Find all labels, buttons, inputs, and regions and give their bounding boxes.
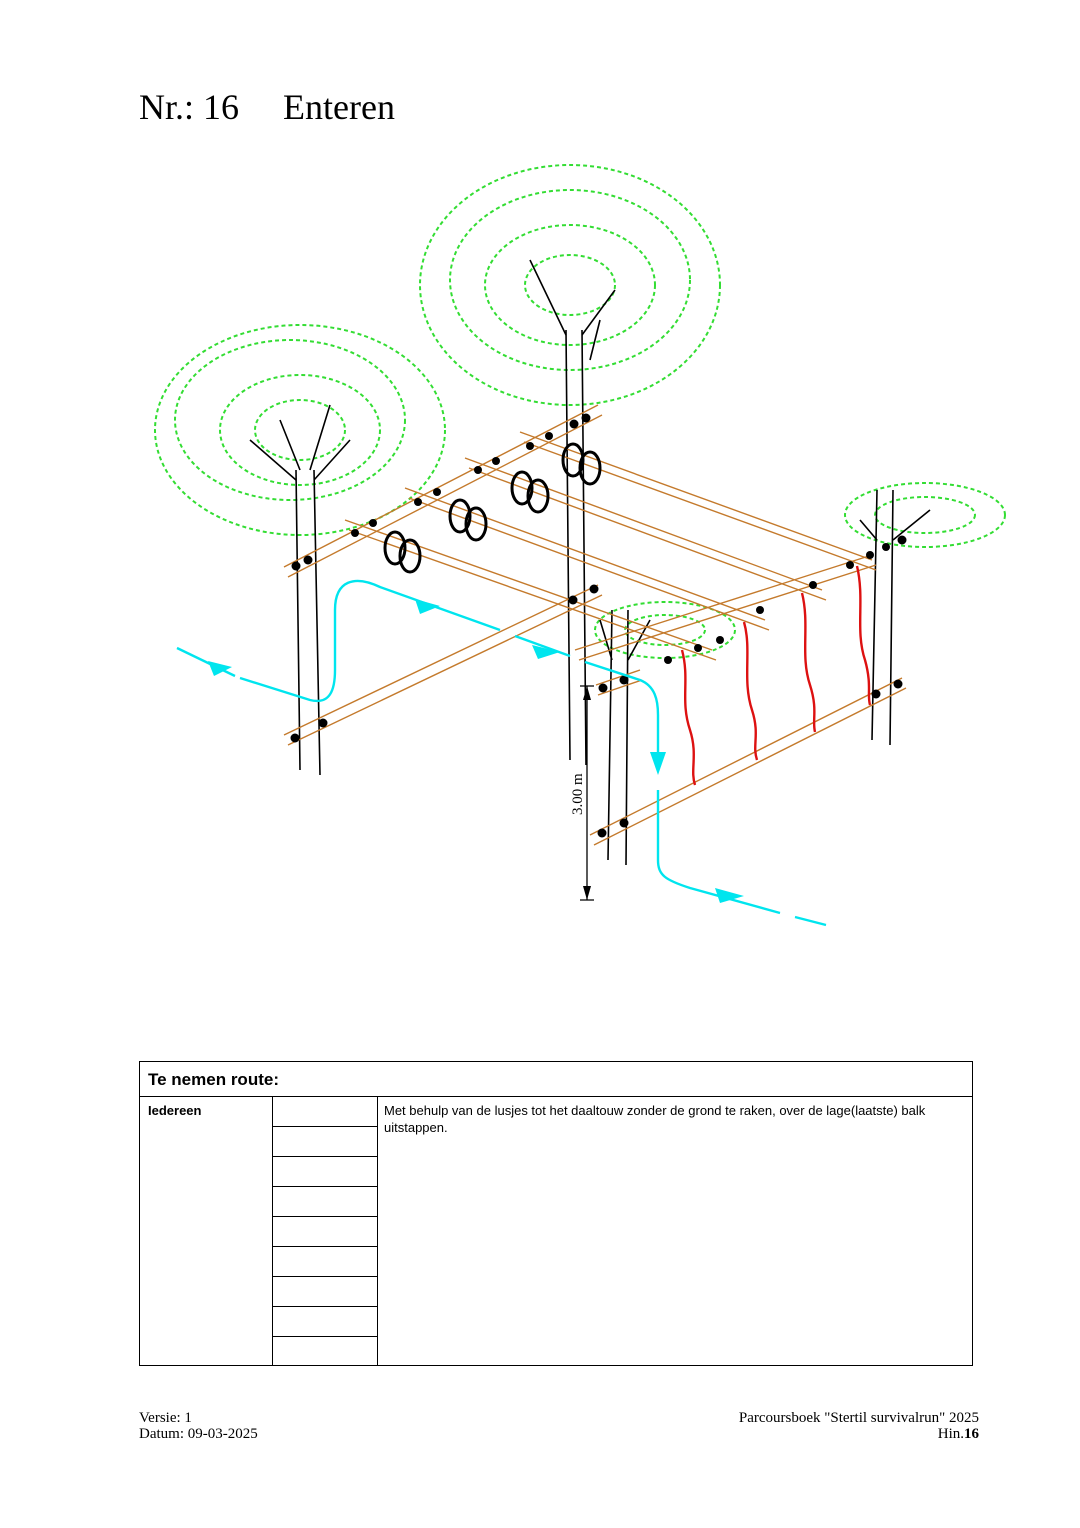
route-table: Te nemen route: Iedereen Met behulp van … <box>139 1061 973 1366</box>
route-cell <box>273 1187 377 1217</box>
beam-clamps <box>290 413 907 838</box>
obstacle-drawing: 3.00 m <box>154 164 1006 927</box>
obstacle-name: Enteren <box>283 87 395 127</box>
route-cell <box>273 1247 377 1277</box>
route-arrowheads <box>208 599 744 903</box>
footer-right: Parcoursboek "Stertil survivalrun" 2025 … <box>739 1410 979 1442</box>
height-dimension-label: 3.00 m <box>570 773 586 815</box>
obstacle-number: Nr.: 16 <box>139 87 240 127</box>
route-checkbox-column <box>273 1097 378 1365</box>
tree-canopy-middle <box>419 164 721 406</box>
footer-left: Versie: 1 Datum: 09-03-2025 <box>139 1410 258 1442</box>
footer-hin-prefix: Hin. <box>937 1426 964 1442</box>
page-title: Nr.: 16 Enteren <box>139 86 395 128</box>
route-cell <box>273 1097 377 1127</box>
hand-loops <box>383 442 602 574</box>
height-dimension-arrows <box>583 686 591 900</box>
tree-canopy-right <box>844 482 1006 548</box>
route-heading: Te nemen route: <box>140 1062 972 1097</box>
footer-page-ref: Hin.16 <box>739 1426 979 1442</box>
footer-date: Datum: 09-03-2025 <box>139 1426 258 1442</box>
route-cell <box>273 1277 377 1307</box>
route-cell <box>273 1157 377 1187</box>
footer-book-title: Parcoursboek "Stertil survivalrun" 2025 <box>738 1410 979 1426</box>
route-arrow <box>176 579 827 927</box>
beams <box>283 404 907 846</box>
drop-ropes <box>680 565 872 786</box>
tree-canopy-left <box>154 324 446 536</box>
route-cell <box>273 1337 377 1367</box>
footer-hin-number: 16 <box>964 1426 979 1442</box>
tree-trunks <box>249 259 931 866</box>
route-body: Iedereen Met behulp van de lusjes tot he… <box>140 1097 972 1365</box>
route-description: Met behulp van de lusjes tot het daaltou… <box>384 1103 926 1135</box>
route-cell <box>273 1127 377 1157</box>
footer-version: Versie: 1 <box>139 1410 192 1426</box>
route-cell <box>273 1307 377 1337</box>
route-cell <box>273 1217 377 1247</box>
route-participant: Iedereen <box>140 1097 273 1365</box>
